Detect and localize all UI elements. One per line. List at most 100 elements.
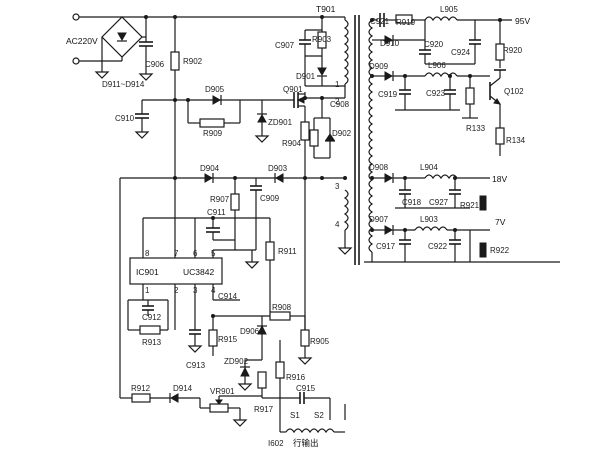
startup-resistor: R902	[170, 17, 203, 178]
ground-icon	[237, 383, 253, 391]
potentiometer-vr901	[209, 403, 229, 413]
t901-label: T901	[316, 4, 336, 14]
q102-label: Q102	[504, 87, 524, 96]
ic-uc3842: IC901 UC3842 8 7 6 5 1 2 3 4	[129, 178, 270, 330]
r912-label: R912	[131, 384, 151, 393]
d902-label: D902	[332, 129, 352, 138]
ground-icon	[337, 247, 353, 255]
bridge-rectifier	[101, 16, 146, 61]
ground-icon	[297, 357, 313, 365]
t-pin1-label: 1	[335, 80, 340, 89]
r919-label: R919	[396, 18, 416, 27]
c911-label: C911	[207, 208, 226, 217]
q901-label: Q901	[283, 85, 303, 94]
ground-icon	[254, 135, 270, 143]
c922-label: C922	[428, 242, 448, 251]
c923-label: C923	[426, 89, 446, 98]
l904-label: L904	[420, 163, 438, 172]
r921-label: R921	[460, 201, 480, 210]
t-pin3-label: 3	[335, 182, 340, 191]
compensation-network: C912 R913	[127, 299, 169, 347]
r134-label: R134	[506, 136, 526, 145]
c921-label: C921	[370, 17, 390, 26]
v7-label: 7V	[495, 217, 506, 227]
r907-label: R907	[210, 195, 230, 204]
c924-label: C924	[451, 48, 471, 57]
ic-designator: IC901	[136, 267, 159, 277]
d907-label: D907	[369, 215, 389, 224]
ac-input-label: AC220V	[66, 36, 98, 46]
bottom-protection-row: R912 D914 VR901 R917 C915	[120, 371, 346, 427]
v95-label: 95V	[515, 16, 530, 26]
diode-d905: D905	[205, 85, 225, 105]
r902-label: R902	[183, 57, 203, 66]
s1-label: S1	[290, 411, 300, 420]
pin2-label: 2	[174, 286, 179, 295]
r916-label: R916	[286, 373, 306, 382]
d909-label: D909	[369, 62, 389, 71]
aux-feedback-section: D904 D903 R907 C909	[119, 164, 347, 398]
output-95v: C921 R919 D910 L905 C920 C924 95V R920	[370, 5, 530, 71]
ac-input-section: AC220V D911~D914 C906	[66, 13, 345, 89]
c907-label: C907	[275, 41, 295, 50]
c910-label: C910	[115, 114, 135, 123]
ground-icon	[187, 345, 203, 353]
c909-label: C909	[260, 194, 280, 203]
r917-label: R917	[254, 405, 274, 414]
c917-label: C917	[376, 242, 396, 251]
ground-icon	[134, 131, 150, 139]
c915-label: C915	[296, 384, 316, 393]
r903-label: R903	[312, 35, 332, 44]
output-q102: D909 L906 C919 C923 R133 Q102 R134	[369, 61, 526, 156]
c919-label: C919	[378, 90, 398, 99]
l903-label: L903	[420, 215, 438, 224]
pin1-label: 1	[145, 286, 150, 295]
snubber-section: R903 C907 D901	[275, 15, 332, 86]
r909-label: R909	[203, 129, 223, 138]
d908-label: D908	[369, 163, 389, 172]
d903-label: D903	[268, 164, 288, 173]
d905-label: D905	[205, 85, 225, 94]
c927-label: C927	[429, 198, 449, 207]
c920-label: C920	[424, 40, 444, 49]
ground-icon	[94, 71, 110, 79]
r904-label: R904	[282, 139, 302, 148]
mosfet-q901: Q901	[283, 85, 306, 122]
pin7-label: 7	[174, 249, 179, 258]
l905-label: L905	[440, 5, 458, 14]
c912-label: C912	[142, 313, 162, 322]
d901-label: D901	[296, 72, 316, 81]
t-pin4-label: 4	[335, 220, 340, 229]
r913-label: R913	[142, 338, 162, 347]
c914-label: C914	[218, 292, 238, 301]
i602-label: I602	[268, 439, 284, 448]
ground-icon	[232, 419, 248, 427]
pin8-label: 8	[145, 249, 150, 258]
c908-label: C908	[330, 100, 350, 109]
s2-label: S2	[314, 411, 324, 420]
zener-zd901: ZD901	[254, 100, 293, 143]
r908-label: R908	[272, 303, 292, 312]
r911-label: R911	[278, 247, 297, 256]
t-pin2-label: 2	[335, 97, 340, 106]
zener-zd902: ZD902	[224, 357, 262, 391]
c906-label: C906	[145, 60, 165, 69]
bridge-label: D911~D914	[102, 80, 145, 89]
vr901-label: VR901	[210, 387, 235, 396]
ic-part-number: UC3842	[183, 267, 214, 277]
r133-label: R133	[466, 124, 486, 133]
r905-label: R905	[310, 337, 330, 346]
ac-terminal-bottom	[72, 57, 80, 65]
r915-label: R915	[218, 335, 238, 344]
row-output-label: 行输出	[293, 438, 319, 448]
d906-label: D906	[240, 327, 260, 336]
output-7v: D907 L903 7V C917 C922 R922	[369, 215, 510, 262]
ground-icon	[138, 73, 154, 81]
d914-label: D914	[173, 384, 193, 393]
output-18v: D908 L904 18V C918 C927 R921	[369, 163, 507, 211]
zd902-label: ZD902	[224, 357, 249, 366]
d904-label: D904	[200, 164, 220, 173]
c908-d902: C908 D902	[309, 96, 352, 159]
c918-label: C918	[402, 198, 422, 207]
